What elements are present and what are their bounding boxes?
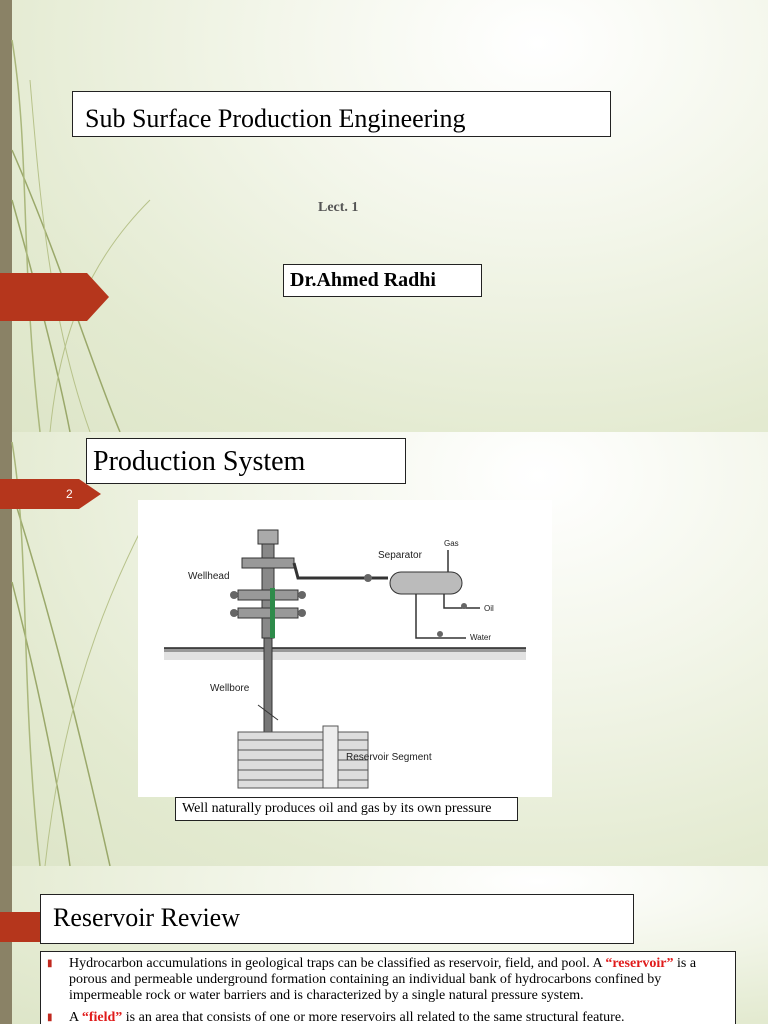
slide-2: 2 Production System <box>0 432 768 866</box>
wellbore-label: Wellbore <box>210 683 250 694</box>
lecture-number: Lect. 1 <box>318 200 359 215</box>
slide-title: Reservoir Review <box>40 894 634 944</box>
slide-title: Production System <box>86 438 406 484</box>
wellhead-label: Wellhead <box>188 571 230 582</box>
slide-3: Reservoir Review ▮ Hydrocarbon accumulat… <box>0 866 768 1024</box>
slide-tab <box>0 273 109 321</box>
author-name: Dr.Ahmed Radhi <box>283 264 482 297</box>
slide-stripe <box>0 866 12 1024</box>
slide-stripe <box>0 432 12 866</box>
term-field: “field” <box>81 1010 123 1024</box>
bullet-icon: ▮ <box>47 1012 53 1023</box>
slide-title: Sub Surface Production Engineering <box>72 91 611 137</box>
slide-body: ▮ Hydrocarbon accumulations in geologica… <box>40 951 736 1024</box>
term-reservoir: “reservoir” <box>605 956 674 971</box>
bullet-icon: ▮ <box>47 958 53 969</box>
paragraph-field: ▮ A “field” is an area that consists of … <box>47 1010 625 1024</box>
paragraph-reservoir: ▮ Hydrocarbon accumulations in geologica… <box>47 956 697 1003</box>
slide-1: Sub Surface Production Engineering Lect.… <box>0 0 768 432</box>
reservoir-segment-label: Reservoir Segment <box>346 752 432 763</box>
separator-label: Separator <box>378 550 423 561</box>
figure-caption: Well naturally produces oil and gas by i… <box>175 797 518 821</box>
water-label: Water <box>470 633 491 642</box>
production-system-diagram: Gas Separator Wellhead Oil Water Wellbor… <box>138 500 552 797</box>
gas-label: Gas <box>444 539 459 548</box>
slide-stripe <box>0 0 12 432</box>
slide-number-tab: 2 <box>0 479 101 509</box>
decorative-curves <box>11 39 151 432</box>
oil-label: Oil <box>484 604 494 613</box>
